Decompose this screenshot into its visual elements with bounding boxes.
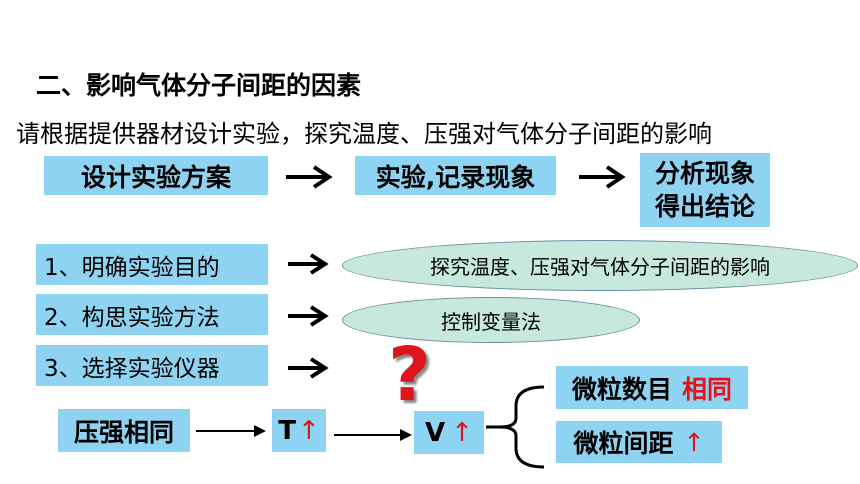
volume-up-arrow: ↑	[451, 417, 473, 448]
task-description: 请根据提供器材设计实验，探究温度、压强对气体分子间距的影响	[16, 120, 712, 148]
method-ellipse: 控制变量法	[342, 297, 640, 343]
particle-count-value: 相同	[682, 374, 733, 404]
purpose-ellipse: 探究温度、压强对气体分子间距的影响	[342, 240, 858, 291]
temperature-up-arrow: ↑	[297, 415, 320, 446]
question-mark-icon: ?	[388, 332, 431, 418]
pressure-to-t-arrow	[196, 425, 266, 437]
step-2-method: 2、构思实验方法	[36, 294, 268, 335]
flow-arrow-1	[286, 165, 333, 189]
particle-distance-box: 微粒间距 ↑	[556, 421, 722, 463]
pressure-same-box: 压强相同	[58, 409, 190, 452]
step-1-arrow	[288, 253, 329, 275]
step-3-arrow	[288, 357, 329, 379]
step-2-arrow	[288, 305, 329, 327]
t-to-v-arrow	[334, 429, 412, 441]
step-3-instruments: 3、选择实验仪器	[36, 345, 268, 386]
temperature-label: T	[278, 415, 296, 446]
flow-step-conclusion: 分析现象 得出结论	[640, 153, 770, 227]
step-1-purpose: 1、明确实验目的	[36, 244, 268, 285]
conclusion-line-2: 得出结论	[654, 192, 755, 221]
temperature-box: T ↑	[272, 409, 326, 452]
particle-count-label: 微粒数目	[571, 374, 672, 404]
flow-step-experiment: 实验,记录现象	[355, 156, 556, 195]
volume-box: V ↑	[414, 411, 484, 454]
curly-brace	[486, 385, 545, 469]
particle-count-box: 微粒数目 相同	[556, 366, 748, 409]
conclusion-line-1: 分析现象	[654, 159, 755, 188]
particle-distance-label: 微粒间距	[573, 429, 674, 458]
particle-distance-up-arrow: ↑	[683, 427, 705, 457]
flow-step-design: 设计实验方案	[44, 156, 268, 195]
volume-label: V	[425, 417, 446, 448]
section-heading: 二、影响气体分子间距的因素	[36, 71, 362, 100]
flow-arrow-2	[579, 165, 626, 189]
